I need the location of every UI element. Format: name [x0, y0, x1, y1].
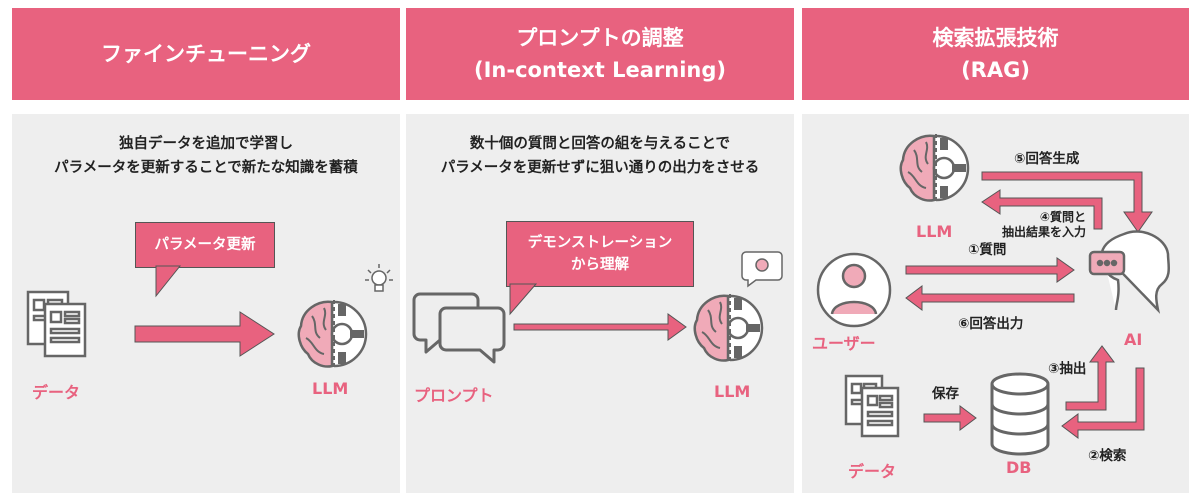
- data-label: データ: [32, 383, 81, 402]
- panel-header: プロンプトの調整 (In-context Learning): [406, 8, 794, 100]
- ai-head-icon: [1088, 230, 1170, 314]
- step1-label: ①質問: [968, 242, 1007, 258]
- step3-label: ③抽出: [1048, 361, 1087, 377]
- header-line: プロンプトの調整: [516, 26, 684, 50]
- callout-label: パラメータ更新: [154, 237, 256, 253]
- panel2-graphics: [412, 251, 783, 364]
- panel-header: 検索拡張技術 (RAG): [802, 8, 1189, 100]
- panel-body: ⑤回答生成 ④質問と 抽出結果を入力 LLM ①質問 ⑥回答出力 ユーザー AI…: [802, 114, 1189, 493]
- description-line: パラメータを更新することで新たな知識を蓄積: [54, 160, 358, 176]
- step4-line: ④質問と: [1039, 210, 1087, 224]
- llm-label: LLM: [312, 379, 349, 398]
- step4-line: 抽出結果を入力: [1002, 225, 1087, 239]
- arrow-answer-output-icon: [905, 285, 1075, 311]
- header-line: ファインチューニング: [101, 42, 311, 66]
- header-line: 検索拡張技術: [932, 26, 1059, 50]
- callout-demonstration: デモンストレーション から理解: [506, 221, 694, 287]
- llm-label: LLM: [916, 222, 953, 241]
- panel-body: 数十個の質問と回答の組を与えることで パラメータを更新せずに狙い通りの出力をさせ…: [406, 114, 794, 493]
- arrow-extract-icon: [1065, 345, 1115, 411]
- panel3-graphics: [816, 134, 1170, 456]
- chat-bubbles-icon: [412, 292, 506, 364]
- panel-body: 独自データを追加で学習し パラメータを更新することで新たな知識を蓄積 パラメータ…: [12, 114, 400, 493]
- user-avatar-icon: [816, 252, 892, 328]
- gear-bubble-icon: [741, 251, 783, 288]
- callout-tail: [155, 265, 182, 298]
- panel-rag: 検索拡張技術 (RAG): [802, 8, 1189, 493]
- save-label: 保存: [932, 386, 959, 402]
- header-line: (In-context Learning): [474, 58, 726, 82]
- description: 独自データを追加で学習し パラメータを更新することで新たな知識を蓄積: [12, 132, 400, 180]
- step4-label: ④質問と 抽出結果を入力: [1002, 210, 1086, 240]
- callout-tail: [509, 283, 538, 316]
- description-line: パラメータを更新せずに狙い通りの出力をさせる: [440, 160, 760, 176]
- document-icon: [26, 290, 87, 358]
- description: 数十個の質問と回答の組を与えることで パラメータを更新せずに狙い通りの出力をさせ…: [406, 132, 794, 180]
- lightbulb-icon: [365, 264, 393, 292]
- panel-prompt-tuning: プロンプトの調整 (In-context Learning) 数十個の質問と回答…: [406, 8, 794, 493]
- description-line: 独自データを追加で学習し: [119, 136, 293, 152]
- user-label: ユーザー: [812, 334, 876, 353]
- arrow-save-icon: [923, 405, 977, 431]
- ai-label: AI: [1124, 330, 1143, 349]
- database-icon: [990, 372, 1050, 456]
- brain-gear-icon: [693, 294, 764, 362]
- arrow-answer-generate-icon: [981, 171, 1153, 233]
- description-line: 数十個の質問と回答の組を与えることで: [469, 136, 731, 152]
- panel-header: ファインチューニング: [12, 8, 400, 100]
- llm-label: LLM: [714, 382, 751, 401]
- arrow-question-icon: [905, 257, 1075, 283]
- document-icon: [844, 374, 900, 438]
- data-label: データ: [848, 462, 897, 481]
- callout-line: デモンストレーション: [527, 235, 673, 251]
- arrow-search-icon: [1061, 367, 1145, 439]
- callout-parameter-update: パラメータ更新: [135, 222, 275, 268]
- step2-label: ②検索: [1088, 448, 1127, 464]
- arrow-right-icon: [513, 313, 687, 341]
- arrow-input-icon: [981, 189, 1103, 230]
- brain-gear-icon: [297, 300, 368, 368]
- db-label: DB: [1006, 458, 1032, 477]
- arrow-right-icon: [134, 311, 275, 357]
- panel1-graphics: [26, 264, 393, 368]
- header-line: (RAG): [961, 58, 1030, 82]
- panel-fine-tuning: ファインチューニング 独自データを追加で学習し パラメータを更新することで新たな…: [12, 8, 400, 493]
- step6-label: ⑥回答出力: [958, 316, 1024, 332]
- brain-gear-icon: [899, 134, 970, 202]
- prompt-label: プロンプト: [414, 386, 494, 405]
- callout-line: から理解: [571, 257, 629, 273]
- step5-label: ⑤回答生成: [1014, 151, 1080, 167]
